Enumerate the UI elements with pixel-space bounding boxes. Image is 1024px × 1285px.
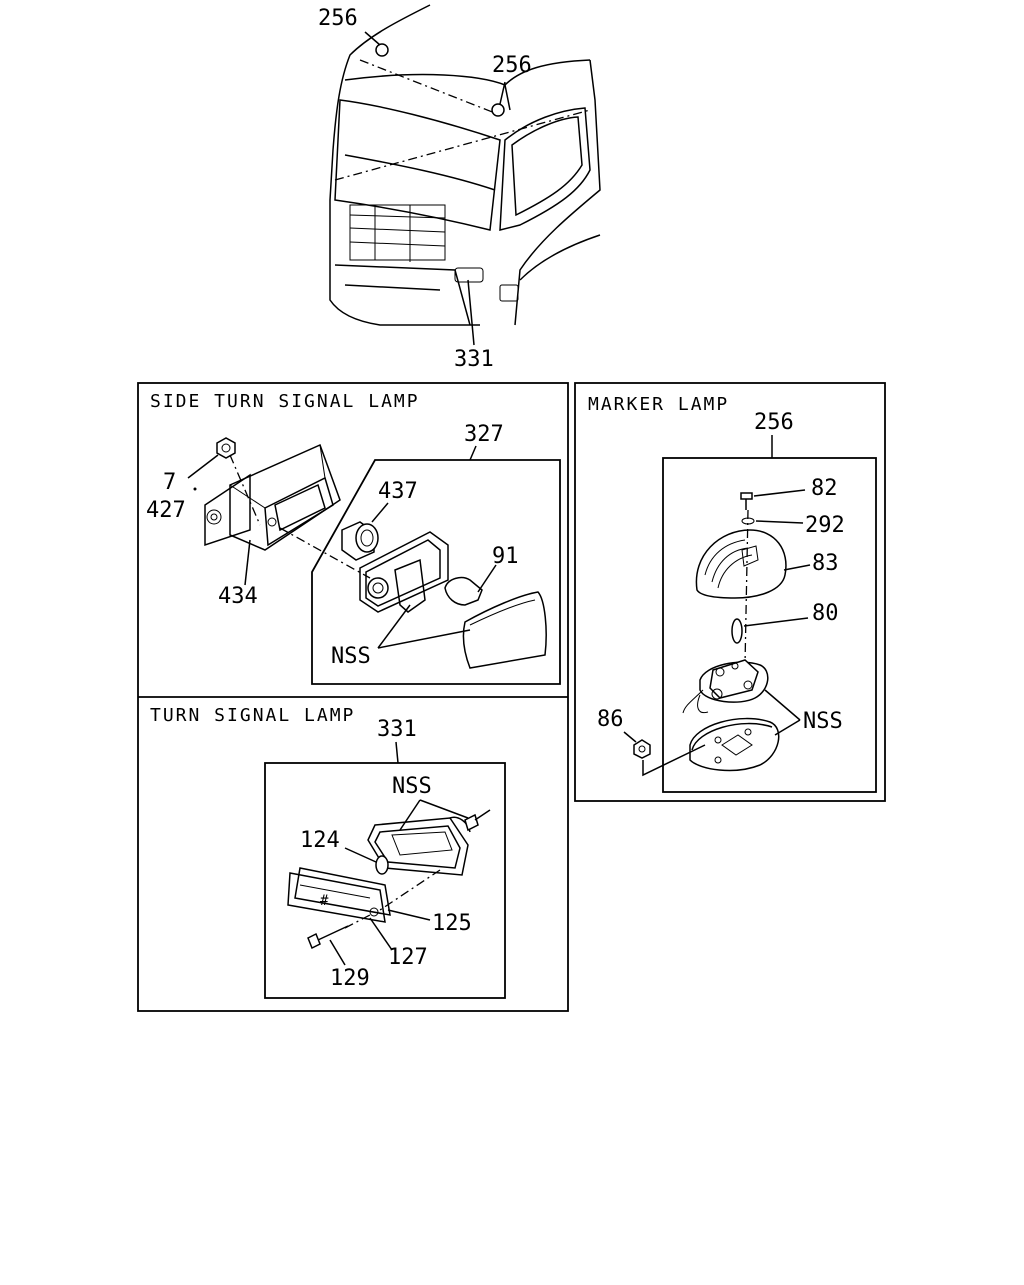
gasket-125-lens-127: # — [287, 867, 441, 923]
nut-86 — [623, 731, 706, 777]
bracket-434 — [204, 443, 341, 551]
lens-dome-83 — [695, 529, 811, 599]
screw-nss — [464, 809, 491, 832]
callout-80: 80 — [812, 601, 839, 626]
socket-base — [682, 659, 769, 714]
callout-129: 129 — [330, 966, 370, 991]
subassembly-256-frame — [662, 457, 877, 793]
callout-331-top: 331 — [454, 347, 494, 372]
turn-lamp-housing — [367, 816, 471, 876]
callout-427: 427 — [146, 498, 186, 523]
subassembly-327-frame — [311, 459, 561, 685]
callout-7: 7 — [163, 470, 176, 495]
callout-nss-side: NSS — [331, 644, 371, 669]
bulb-91 — [444, 564, 497, 606]
callout-nss-turn: NSS — [392, 774, 432, 799]
callout-nss-marker: NSS — [803, 709, 843, 734]
callout-82: 82 — [811, 476, 838, 501]
side-lamp-housing — [279, 527, 449, 613]
side-lamp-lens — [462, 591, 547, 669]
base-plate — [689, 717, 780, 772]
callout-256-left: 256 — [318, 6, 358, 31]
bulb-80 — [731, 509, 809, 666]
section-title-marker-lamp: MARKER LAMP — [588, 394, 729, 415]
truck-cab-illustration — [329, 4, 601, 346]
callout-256-box: 256 — [754, 410, 794, 435]
callout-124: 124 — [300, 828, 340, 853]
callout-292: 292 — [805, 513, 845, 538]
callout-83: 83 — [812, 551, 839, 576]
callout-125: 125 — [432, 911, 472, 936]
callout-91: 91 — [492, 544, 519, 569]
washer-292 — [741, 517, 804, 525]
lens-hash-mark: # — [320, 893, 329, 909]
callout-256-right: 256 — [492, 53, 532, 78]
callout-86: 86 — [597, 707, 624, 732]
callout-327: 327 — [464, 422, 504, 447]
section-title-turn-signal-lamp: TURN SIGNAL LAMP — [150, 705, 355, 726]
callout-127: 127 — [388, 945, 428, 970]
nut-7-427 — [187, 437, 261, 526]
screw-129 — [307, 914, 371, 966]
screw-82 — [740, 489, 806, 510]
callout-434: 434 — [218, 584, 258, 609]
callout-331-box: 331 — [377, 717, 417, 742]
subassembly-331-frame — [264, 762, 506, 999]
section-title-side-turn-signal-lamp: SIDE TURN SIGNAL LAMP — [150, 391, 420, 412]
socket-437 — [341, 502, 389, 561]
callout-437: 437 — [378, 479, 418, 504]
bulb-124 — [344, 847, 389, 875]
right-panel-frame — [574, 382, 886, 802]
